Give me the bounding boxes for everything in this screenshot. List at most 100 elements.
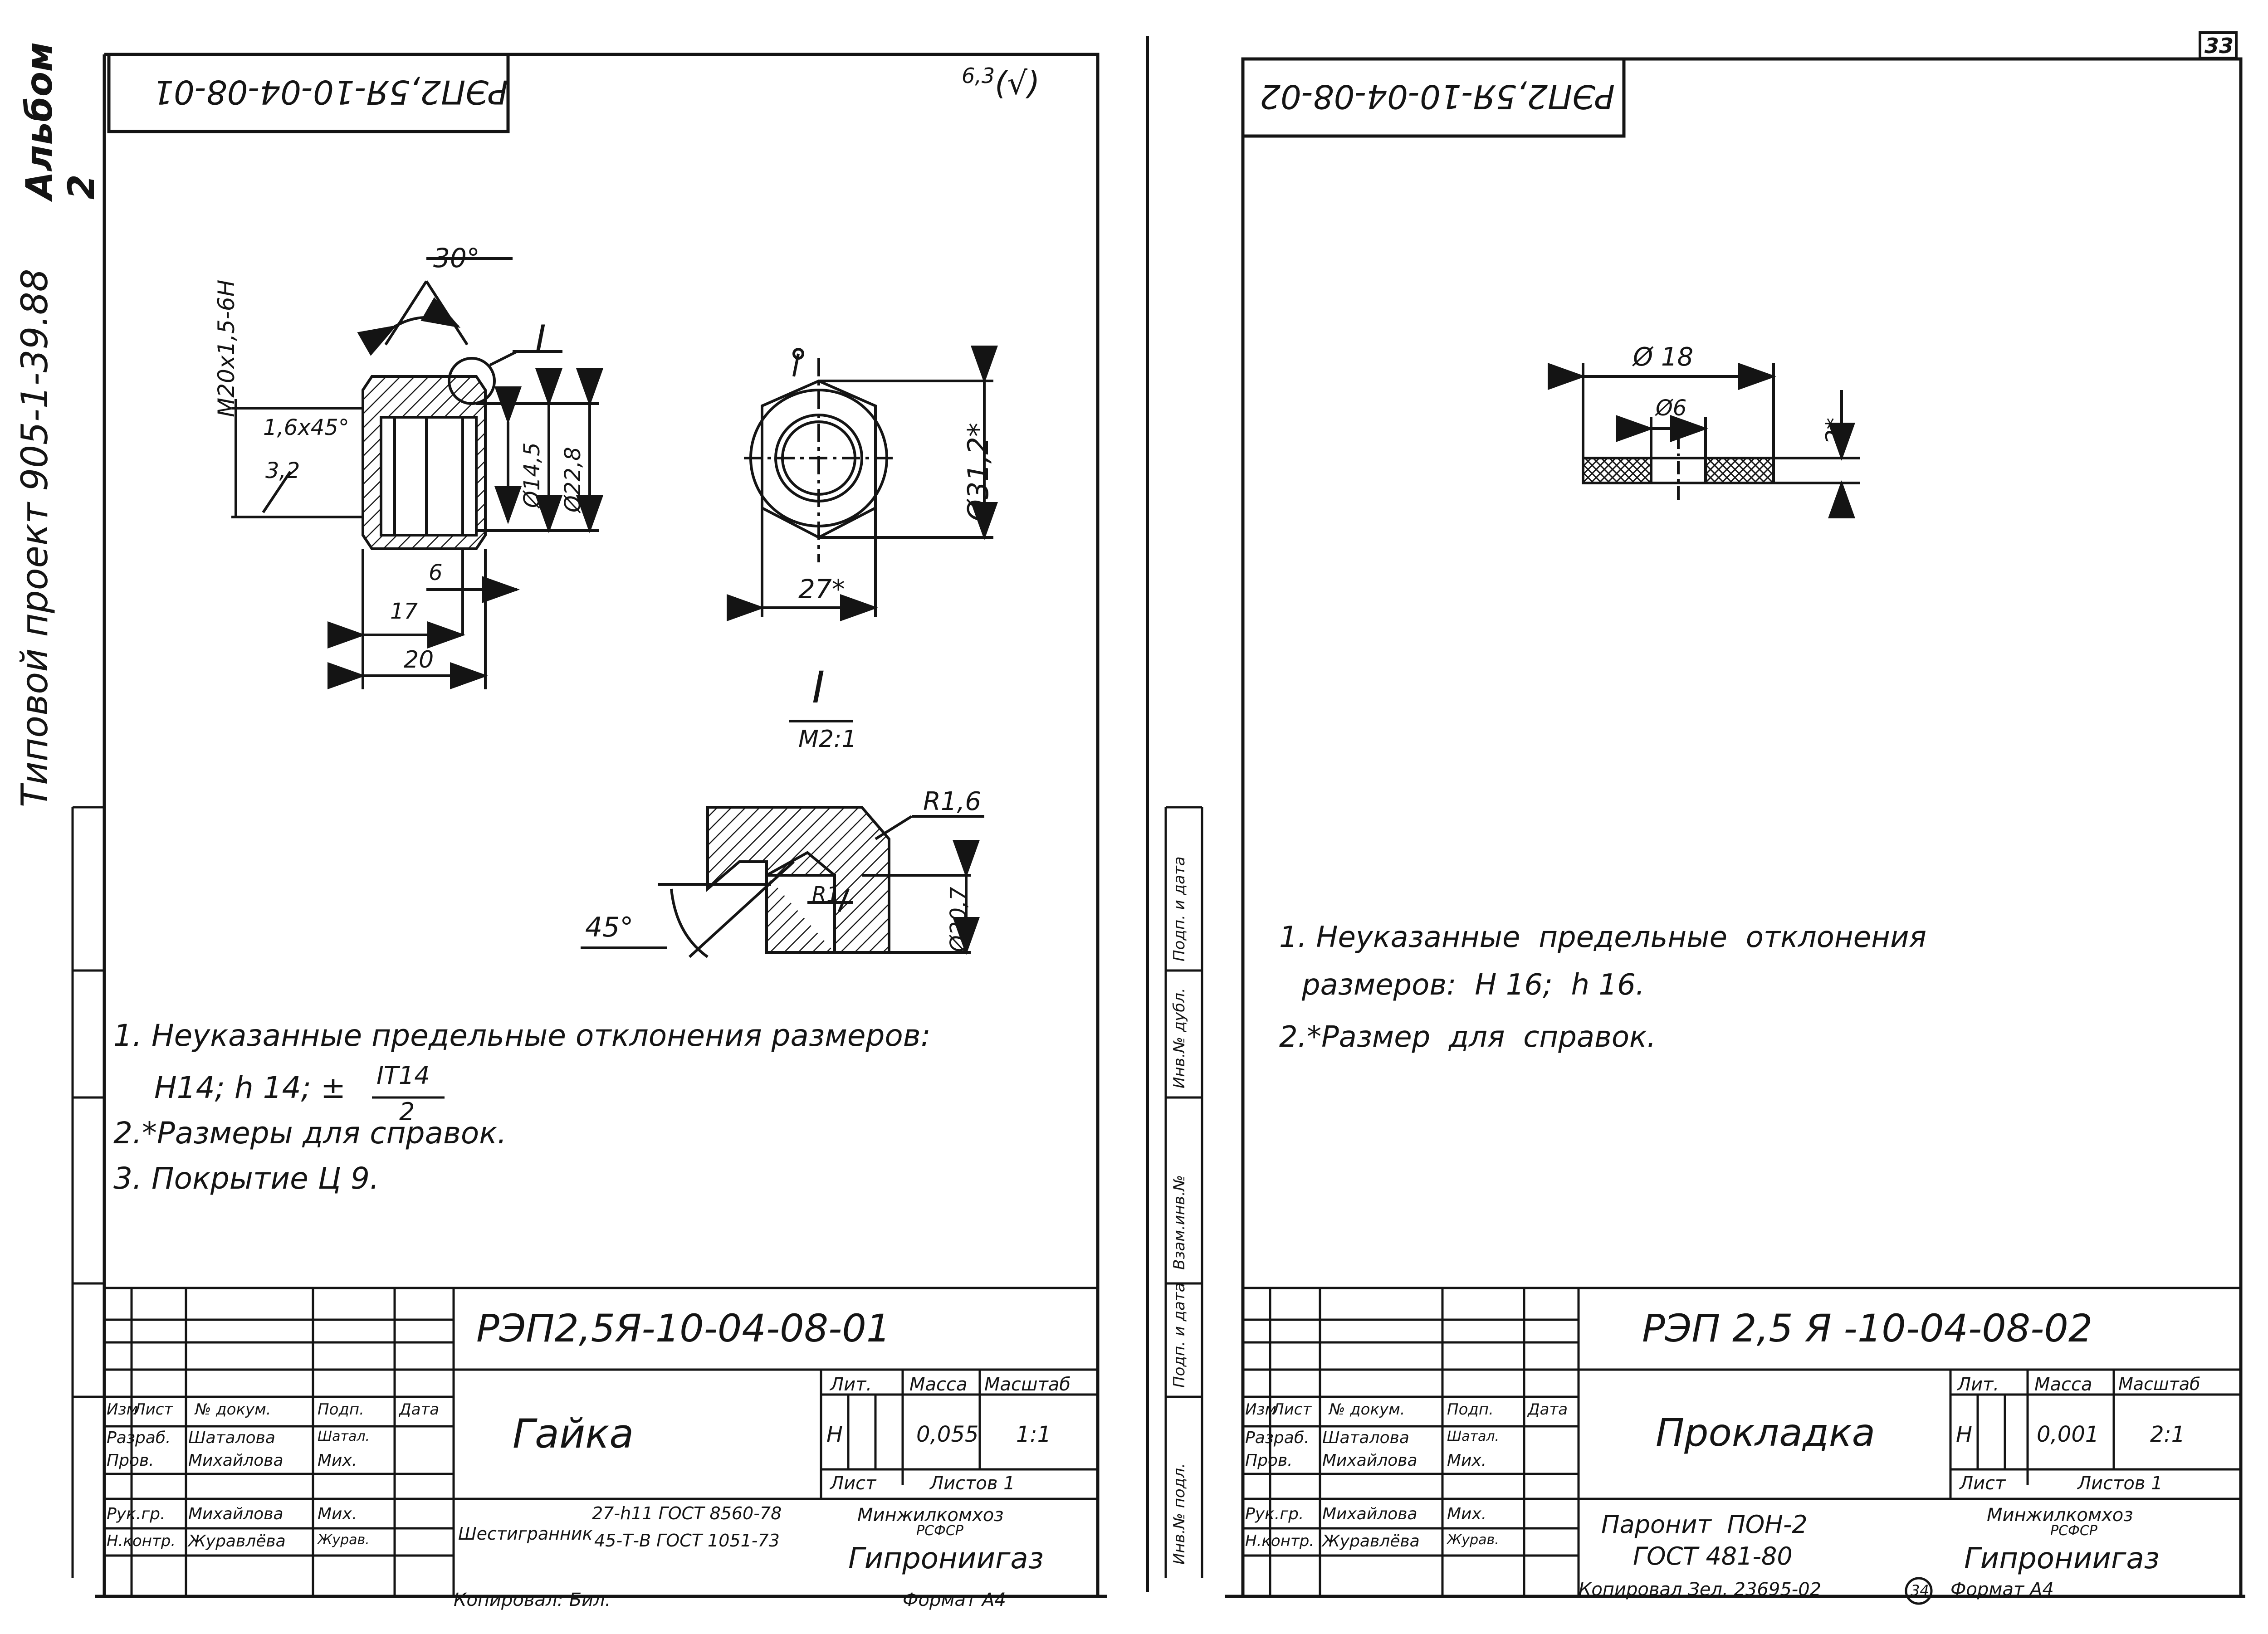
right-row-name: Журавлёва (1322, 1532, 1420, 1551)
left-row-name: Михайлова (188, 1451, 284, 1470)
left-row-sign: Мих. (318, 1505, 357, 1523)
right-material-2: ГОСТ 481-80 (1633, 1542, 1793, 1571)
left-mass-value: 0,055 (916, 1422, 979, 1447)
left-title-name: Гайка (513, 1410, 634, 1457)
left-mirrored-code: РЭП2,5Я-10-04-08-01 (153, 73, 508, 111)
right-title-name: Прокладка (1656, 1410, 1876, 1455)
right-sheet-frame (1225, 57, 2245, 1598)
left-row-name: Михайлова (188, 1505, 284, 1523)
sheet-circle (1905, 1577, 1933, 1605)
right-copied-label: Копировал Зел. 23695-02 (1579, 1579, 1821, 1600)
right-header-sign: Подп. (1447, 1400, 1494, 1419)
left-side-strip (71, 806, 106, 1578)
copied-sign: Бил. (569, 1590, 611, 1610)
left-sheet-frame (95, 53, 1107, 1598)
left-header-date: Дата (399, 1400, 440, 1419)
left-copied-label: Копировал: Бил. (454, 1590, 611, 1610)
detail-i-view (581, 806, 984, 958)
right-title-block-lines (1243, 1287, 2241, 1596)
left-row-role: Разраб. (107, 1429, 171, 1447)
left-header-list: Лист (134, 1400, 173, 1419)
gasket-drawing (1548, 363, 1860, 518)
right-sheet-circle-number: 34 (1911, 1582, 1929, 1599)
right-note-1b: размеров: H 16; h 16. (1302, 968, 1645, 1002)
project-title: Типовой проект 905-1-39.88 (14, 268, 56, 807)
right-row-role: Рук.гр. (1245, 1505, 1304, 1523)
left-note-1: 1. Неуказанные предельные отклонения раз… (113, 1018, 931, 1053)
fraction-bottom: 2 (399, 1097, 415, 1126)
dim-hex-flat: 27* (798, 574, 845, 605)
right-row-sign: Шатал. (1447, 1429, 1500, 1444)
fraction-top: IT14 (376, 1061, 430, 1090)
right-mirrored-code: РЭП2,5Я-10-04-08-02 (1260, 78, 1615, 116)
right-format-label: Формат А4 (1950, 1579, 2054, 1600)
right-scale-header: Масштаб (2118, 1374, 2200, 1394)
album-label: Альбом 2 (18, 42, 103, 200)
left-row-name: Журавлёва (188, 1532, 286, 1551)
right-header-izm: Изм (1245, 1400, 1277, 1419)
right-row-name: Михайлова (1322, 1451, 1418, 1470)
right-sheet-label: Лист (1960, 1473, 2006, 1494)
dim-thread: M20x1,5-6H (213, 279, 240, 417)
dim-inner-diameter: Ø14,5 (519, 442, 545, 508)
left-mass-header: Масса (909, 1374, 968, 1395)
roughness-rest: (√) (995, 64, 1040, 102)
left-row-sign: Мих. (318, 1451, 357, 1470)
copied-text: Копировал (1579, 1579, 1682, 1600)
right-org-3: Гипрониигаз (1964, 1542, 2160, 1575)
left-note-3: 3. Покрытие Ц 9. (113, 1161, 379, 1196)
left-material-label: Шестигранник (458, 1524, 593, 1544)
detail-mark-i: I (535, 317, 546, 360)
left-org-1: Минжилкомхоз (857, 1505, 1004, 1526)
detail-scale: М2:1 (798, 726, 857, 753)
dim-fillet-r16: R1,6 (923, 787, 981, 816)
right-header-list: Лист (1272, 1400, 1312, 1419)
left-format-label: Формат А4 (903, 1590, 1006, 1610)
right-strip-field: Подп. и дата (1170, 1283, 1188, 1388)
left-row-sign: Журав. (318, 1532, 370, 1548)
right-strip-field: Взам.инв.№ (1170, 1175, 1188, 1270)
right-org-1: Минжилкомхоз (1987, 1505, 2133, 1526)
left-row-sign: Шатал. (318, 1429, 370, 1444)
dim-outer-diameter: Ø22,8 (560, 447, 586, 512)
left-title-code: РЭП2,5Я-10-04-08-01 (476, 1306, 891, 1351)
right-scale-value: 2:1 (2150, 1422, 2185, 1447)
right-row-role: Разраб. (1245, 1429, 1310, 1447)
left-sheets-label: Листов 1 (930, 1473, 1015, 1494)
dim-angle-30: 30° (433, 243, 480, 273)
right-row-role: Н.контр. (1245, 1532, 1315, 1550)
right-material-1: Паронит ПОН-2 (1601, 1510, 1808, 1539)
left-sheet-label: Лист (830, 1473, 876, 1494)
left-lit-header: Лит. (830, 1374, 872, 1395)
right-row-sign: Мих. (1447, 1451, 1487, 1470)
detail-title-mark: I (812, 662, 825, 713)
right-title-code: РЭП 2,5 Я -10-04-08-02 (1642, 1306, 2093, 1351)
left-org-2: РСФСР (916, 1523, 963, 1539)
left-header-sign: Подп. (318, 1400, 364, 1419)
left-row-role: Н.контр. (107, 1532, 176, 1550)
dim-hex-diameter: Ø31,2* (962, 423, 995, 522)
right-mass-value: 0,001 (2037, 1422, 2099, 1447)
right-row-name: Шаталова (1322, 1429, 1409, 1447)
right-note-2: 2.*Размер для справок. (1279, 1020, 1656, 1054)
right-row-name: Михайлова (1322, 1505, 1418, 1523)
right-lit-value: Н (1956, 1422, 1973, 1447)
copied-info: Зел. 23695-02 (1688, 1579, 1822, 1600)
left-header-izm: Изм (107, 1400, 138, 1419)
hex-nut-front-view (727, 346, 998, 621)
page-number-box (2199, 31, 2238, 59)
copied-text: Копировал: (454, 1590, 564, 1610)
right-row-role: Пров. (1245, 1451, 1293, 1470)
right-row-sign: Мих. (1447, 1505, 1487, 1523)
left-note-2: 2.*Размеры для справок. (113, 1116, 507, 1151)
right-note-1: 1. Неуказанные предельные отклонения (1279, 921, 1927, 954)
left-scale-header: Масштаб (984, 1374, 1071, 1395)
left-row-name: Шаталова (188, 1429, 275, 1447)
right-header-doc: № докум. (1329, 1400, 1405, 1419)
dim-width-20: 20 (404, 646, 434, 673)
right-org-2: РСФСР (2050, 1523, 2097, 1539)
left-title-block-lines (104, 1287, 1098, 1596)
page-number: 33 (2204, 34, 2234, 58)
dim-gasket-outer: Ø 18 (1633, 342, 1694, 372)
